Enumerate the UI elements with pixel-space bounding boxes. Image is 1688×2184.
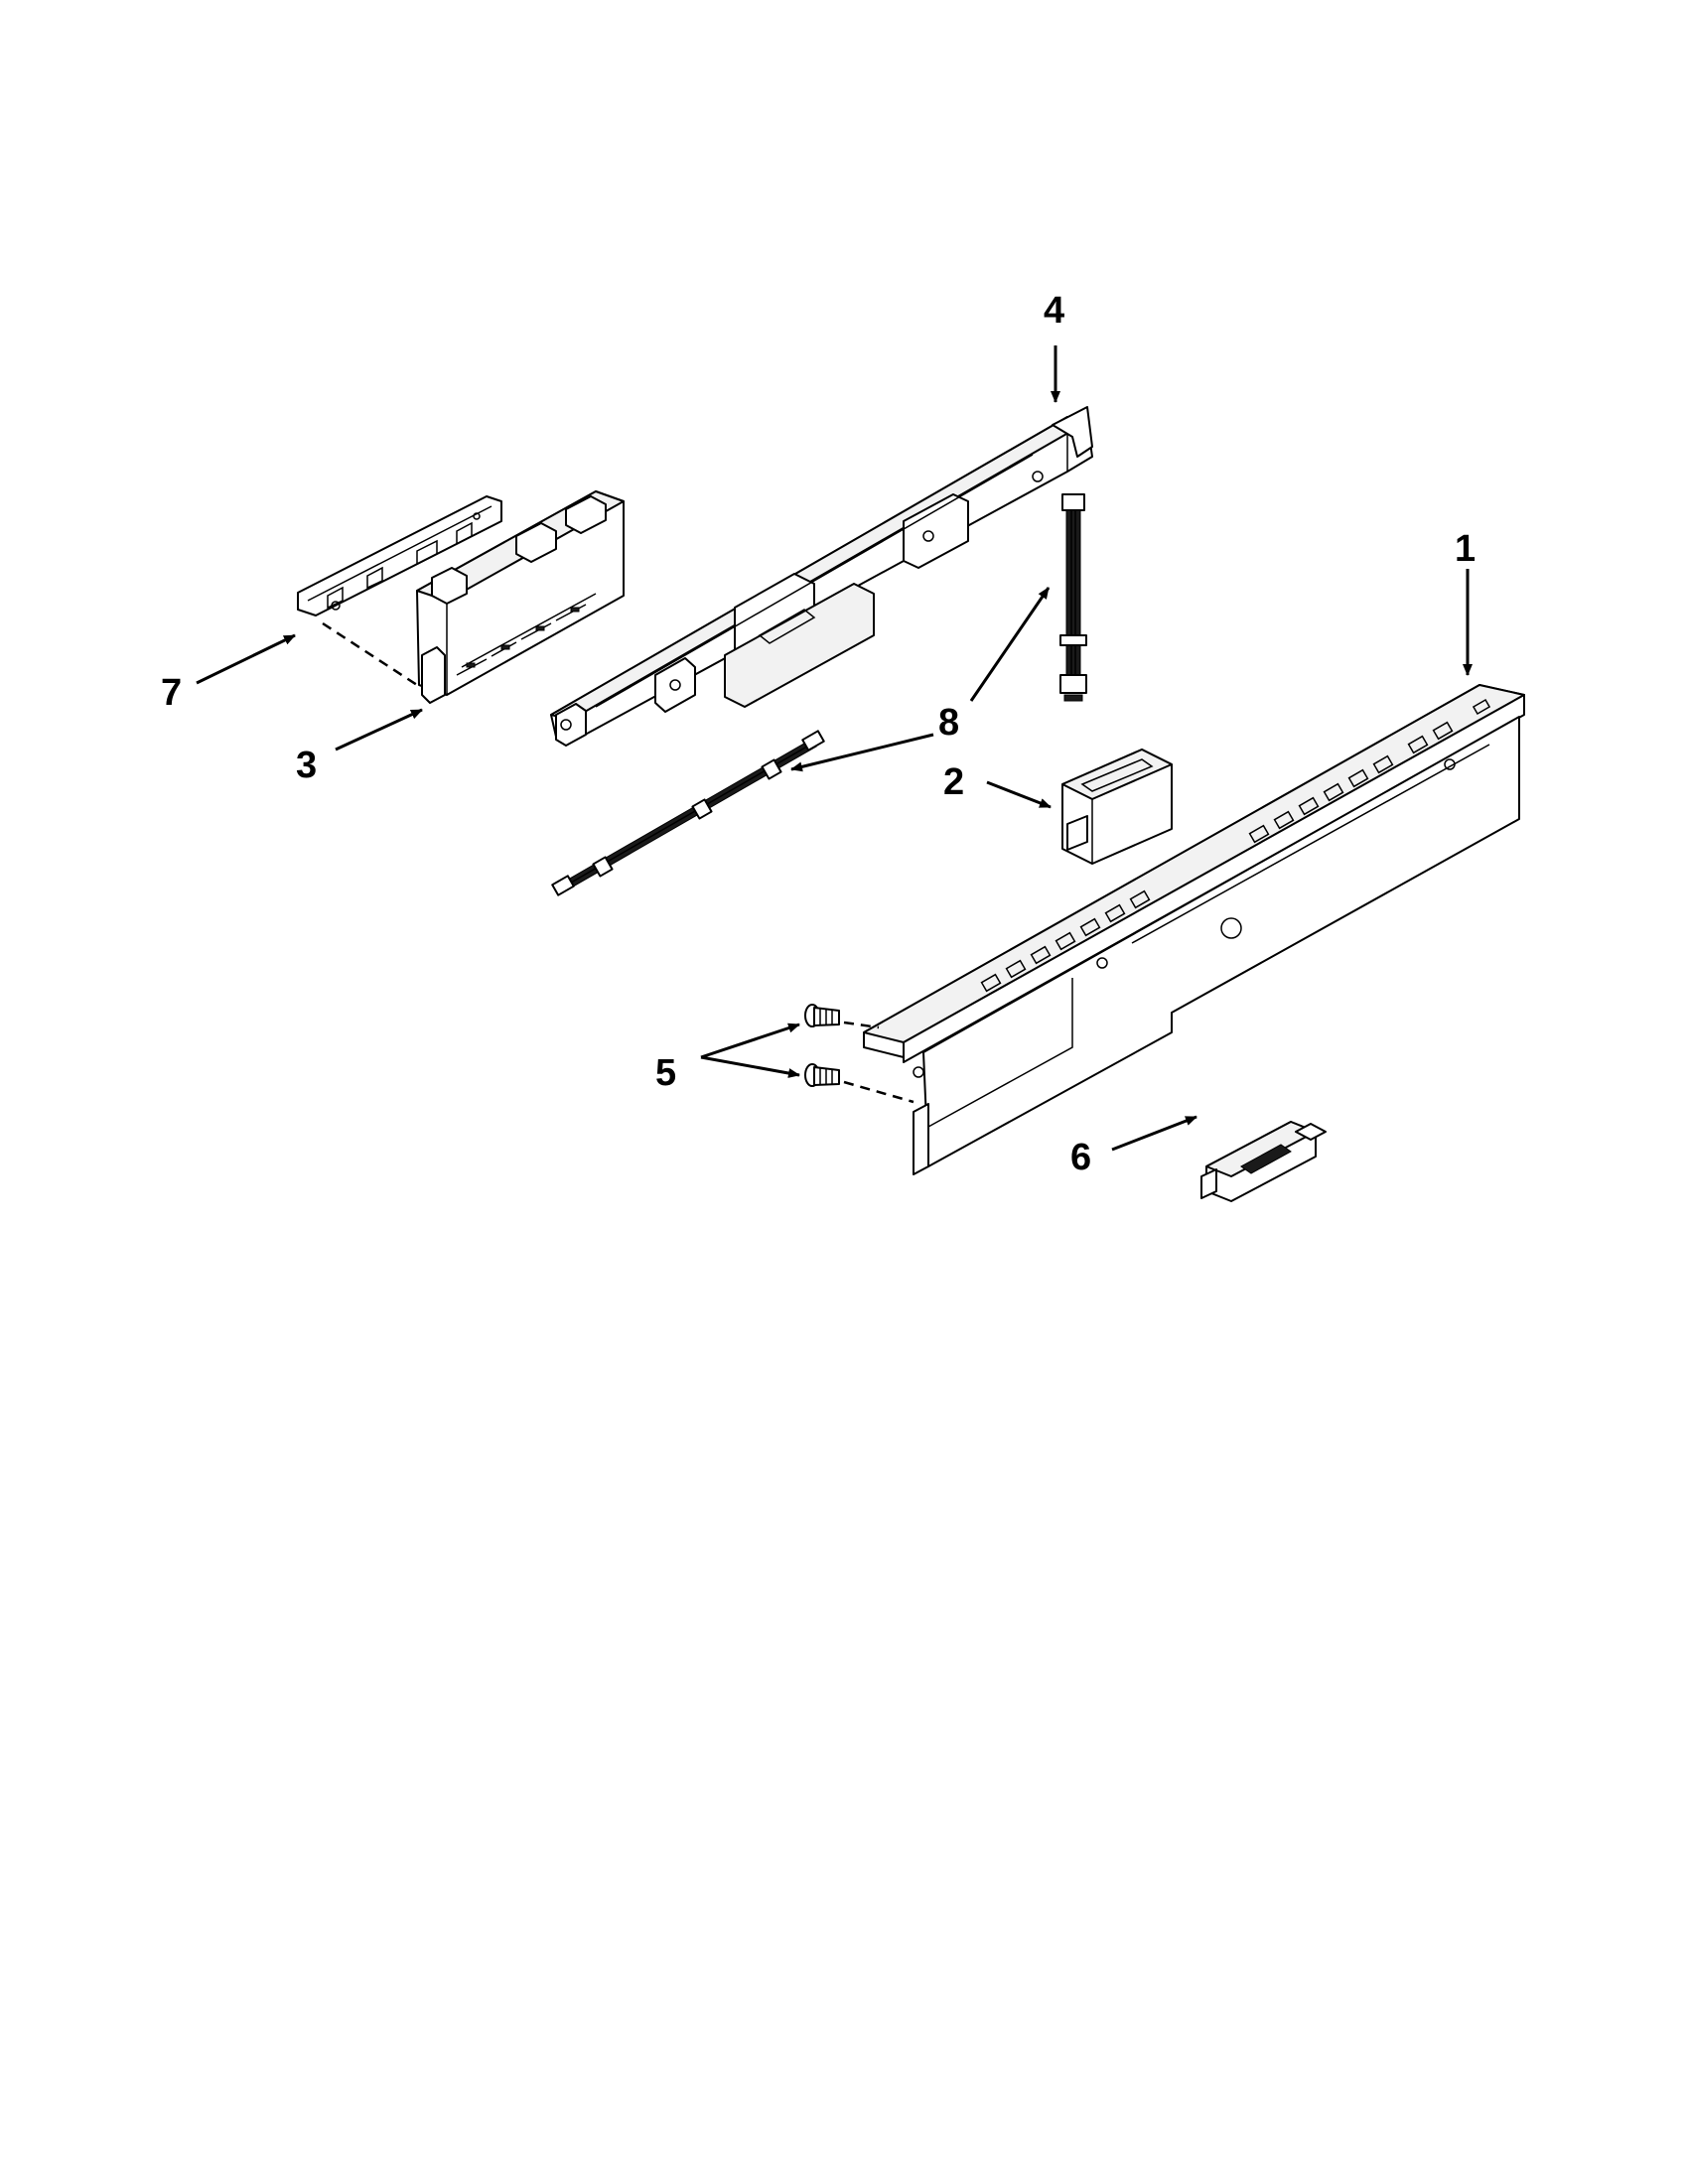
part-6-latch	[1200, 1121, 1327, 1202]
leader-5a	[700, 1023, 800, 1059]
leader-lines	[196, 345, 1473, 1152]
leader-2	[986, 780, 1052, 809]
leader-5b	[700, 1055, 800, 1078]
part-2-clip	[1061, 749, 1173, 865]
leader-8a	[790, 733, 934, 772]
callout-1: 1	[1455, 528, 1476, 570]
callout-3: 3	[296, 745, 317, 786]
leader-6	[1111, 1115, 1197, 1152]
callout-8: 8	[938, 702, 959, 744]
part-1-console-panel	[863, 684, 1525, 1175]
callout-6: 6	[1070, 1137, 1091, 1178]
callout-5: 5	[655, 1052, 676, 1094]
leader-3	[335, 708, 423, 751]
leader-7	[196, 633, 296, 685]
callout-7: 7	[161, 672, 182, 714]
assembly-line-7-3	[322, 621, 418, 687]
screw-lower	[804, 1063, 840, 1087]
keypad-buttons	[980, 699, 1491, 993]
screw-upper	[804, 1004, 840, 1027]
callout-2: 2	[943, 761, 964, 803]
part-8-harness-ribbon	[551, 730, 825, 896]
part-4-frame-rail	[550, 406, 1093, 747]
part-5-screws	[804, 1004, 914, 1104]
leader-8b	[969, 587, 1051, 702]
part-7-bracket	[297, 495, 502, 616]
part-3-control-board	[416, 490, 625, 704]
callout-4: 4	[1044, 290, 1064, 332]
part-8-harness-vertical	[1059, 493, 1087, 702]
